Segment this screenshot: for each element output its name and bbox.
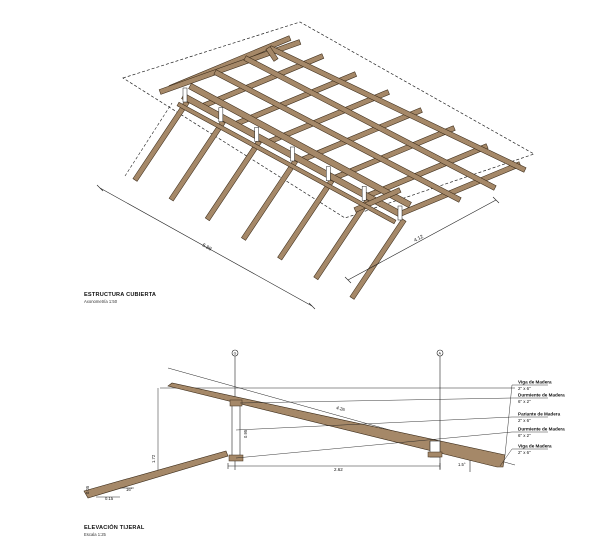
frame-post (326, 166, 331, 181)
dim-slope-label: 16° (126, 487, 133, 492)
callout-name: Viga de Madera (518, 444, 552, 449)
axis-bubble-right (436, 349, 444, 357)
purlin-1 (213, 69, 462, 203)
dim-span-label: 2.62 (334, 467, 343, 472)
callout-leader (235, 431, 548, 459)
top-knot-block (265, 46, 279, 62)
axo-title: ESTRUCTURA CUBIERTA (84, 292, 157, 298)
callout-name: Pariante de Madera (518, 412, 561, 417)
callout-leader (499, 448, 548, 467)
callout-size: 2" x 6" (518, 418, 531, 423)
dim-length-line (99, 187, 313, 307)
frame-post (397, 205, 403, 221)
frame-post (254, 127, 259, 142)
purlins-group (158, 39, 527, 225)
callout-size: 6" x 2" (518, 399, 531, 404)
rafter-beam (313, 198, 371, 281)
footprint-lower-edge (124, 102, 173, 177)
elevation-subtitle: Escala 1:25 (84, 532, 106, 537)
dim-length-label: 5.88 (201, 243, 213, 253)
callout-size: 2" x 6" (518, 386, 531, 391)
elevation-title: ELEVACIÓN TIJERAL (84, 525, 145, 531)
dim-width-tick-a (344, 276, 352, 284)
dim-width-line (347, 199, 497, 281)
roof-footprint-outline (122, 21, 535, 219)
frame-post (290, 146, 295, 162)
axis-bubble-left (231, 349, 239, 357)
rafter-beam (241, 159, 298, 241)
callout-leader (235, 416, 548, 431)
rafter-beam (277, 178, 335, 261)
elevation-view: G A 2.62 4.26 0.95 1.72 16° 0.15 0.05 (83, 349, 565, 501)
lower-sill-beam (176, 101, 397, 225)
axis-label-right: A (439, 351, 442, 355)
dim-post-label: 0.95 (243, 429, 248, 438)
lower-strut (83, 450, 229, 499)
axo-subtitle: Axonometría 1:50 (84, 299, 118, 304)
callout-size: 2" x 6" (518, 450, 531, 455)
rafter-beam (168, 119, 226, 202)
dim-length-tick-b (308, 302, 316, 310)
axis-label-left: G (234, 351, 237, 355)
frame-post (182, 87, 188, 103)
right-sleeper-cap (427, 451, 443, 458)
dim-width-label: 4.12 (413, 234, 425, 244)
callout-leader (504, 384, 548, 456)
purlin-2 (243, 55, 497, 191)
top-cross-beam (158, 39, 302, 95)
dim-foot-label: 0.15 (105, 496, 114, 501)
callout-name: Durmiente de Madera (518, 393, 565, 398)
dim-rafter-label: 4.26 (336, 405, 346, 412)
callout-size: 6" x 2" (518, 433, 531, 438)
dim-left-height-label: 1.72 (151, 454, 156, 463)
rafters-group (132, 35, 522, 300)
dim-length-tick-a (96, 184, 104, 192)
rafter-beam (204, 139, 262, 222)
rafter-beam (132, 100, 190, 182)
rafter-beam (349, 218, 407, 300)
dim-width-tick-b (492, 196, 500, 204)
axonometric-view: 5.88 4.12 (96, 21, 535, 310)
callout-leader (239, 397, 548, 404)
callout-name: Viga de Madera (518, 380, 552, 385)
ridge-beam-upper (188, 82, 412, 209)
dim-right-label: 1.5° (458, 462, 466, 467)
frame-post (218, 107, 224, 122)
post (231, 402, 241, 461)
frame-post (361, 186, 367, 201)
dim-foot-height-label: 0.05 (85, 485, 90, 494)
callout-name: Durmiente de Madera (518, 427, 565, 432)
